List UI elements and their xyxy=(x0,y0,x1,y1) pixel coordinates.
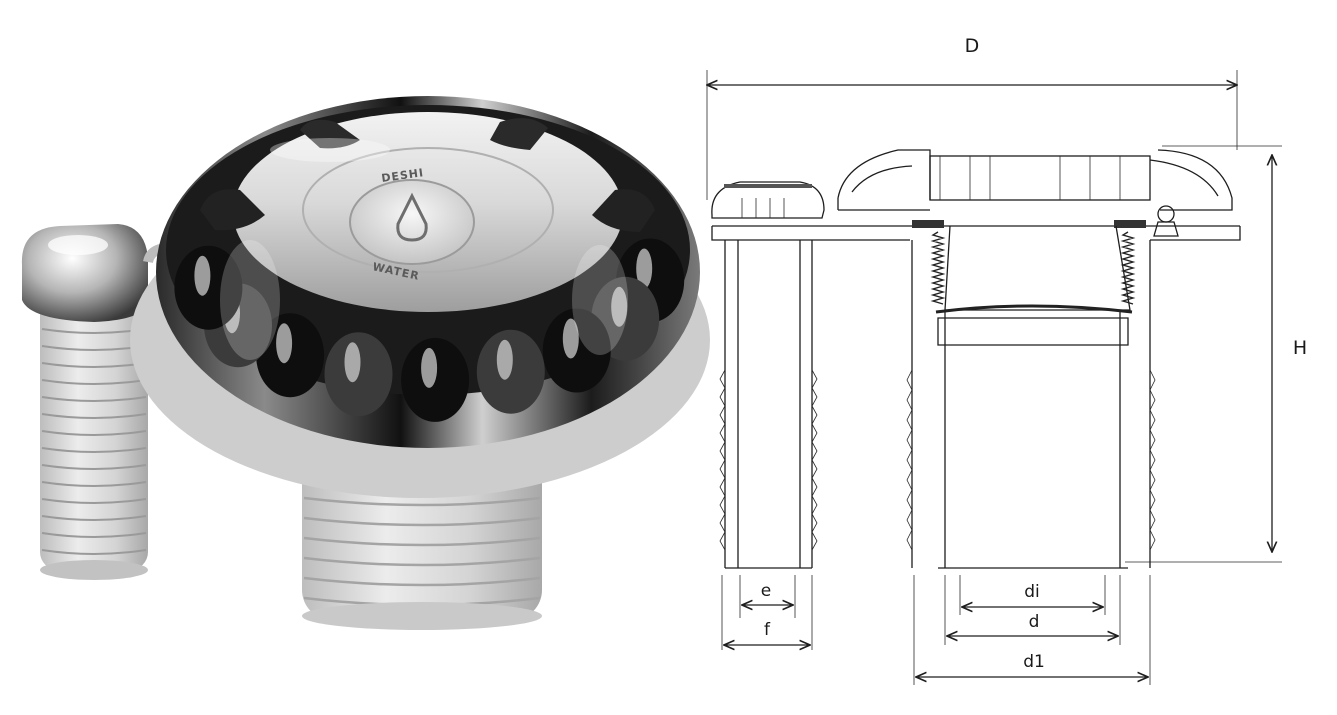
serration xyxy=(906,369,913,391)
dimension-e: e xyxy=(739,575,796,618)
cap-lobe-highlight xyxy=(344,342,361,383)
serration xyxy=(906,429,913,451)
rib xyxy=(41,396,147,402)
label-e: e xyxy=(761,581,771,601)
serration xyxy=(719,495,726,515)
rib xyxy=(303,556,541,567)
rib xyxy=(41,549,147,555)
serration xyxy=(811,477,818,497)
cap-profile xyxy=(837,149,1233,237)
rib xyxy=(41,532,147,538)
label-d: d xyxy=(1029,612,1040,632)
serration xyxy=(906,389,913,411)
flange-profile xyxy=(711,220,1241,241)
serration xyxy=(906,509,913,531)
rib xyxy=(41,379,147,385)
rib xyxy=(41,464,147,470)
serration xyxy=(811,369,818,389)
serration xyxy=(719,441,726,461)
rib xyxy=(303,576,541,587)
serration xyxy=(719,387,726,407)
vent-pipe xyxy=(40,280,148,580)
serration xyxy=(1149,529,1156,551)
serration xyxy=(906,489,913,511)
chrome-cap: DESHI WATER xyxy=(156,96,700,448)
serration xyxy=(719,531,726,551)
serration xyxy=(719,405,726,425)
rib xyxy=(303,496,541,507)
serration xyxy=(811,423,818,443)
serration xyxy=(811,495,818,515)
serration xyxy=(719,513,726,533)
serration xyxy=(811,387,818,407)
label-d1: d1 xyxy=(1023,652,1045,672)
cap-lobe-highlight xyxy=(636,248,653,289)
label-f: f xyxy=(764,620,771,640)
rib xyxy=(303,536,541,547)
rib xyxy=(41,447,147,453)
dimension-di: di xyxy=(959,575,1106,615)
label-H: H xyxy=(1293,337,1307,359)
rib xyxy=(41,430,147,436)
serration xyxy=(1149,489,1156,511)
rib xyxy=(303,516,541,527)
rib xyxy=(41,498,147,504)
spring xyxy=(1120,231,1136,305)
serration xyxy=(719,369,726,389)
dimension-D: D xyxy=(707,35,1237,200)
technical-drawing: D H xyxy=(707,35,1307,685)
dimension-d: d xyxy=(944,575,1121,645)
cap-lobe-highlight xyxy=(421,347,438,388)
cap-lobe-highlight xyxy=(276,323,293,364)
serration xyxy=(906,529,913,551)
rib xyxy=(41,515,147,521)
serration xyxy=(811,531,818,551)
serration xyxy=(719,423,726,443)
serration xyxy=(906,449,913,471)
main-body-profile xyxy=(906,225,1156,569)
label-di: di xyxy=(1024,582,1040,602)
serration xyxy=(719,477,726,497)
serration xyxy=(906,469,913,491)
cap-lobe-highlight xyxy=(194,255,211,296)
serration xyxy=(719,459,726,479)
rib xyxy=(41,413,147,419)
serration xyxy=(811,459,818,479)
serration xyxy=(1149,389,1156,411)
dimension-d1: d1 xyxy=(913,575,1151,685)
serration xyxy=(1149,429,1156,451)
label-D: D xyxy=(965,35,980,57)
vent-tube-profile xyxy=(719,240,818,569)
serration xyxy=(1149,369,1156,391)
spring xyxy=(930,231,946,305)
cap-text-top: DESHI xyxy=(381,166,425,185)
serration xyxy=(1149,449,1156,471)
serration xyxy=(1149,409,1156,431)
serration xyxy=(811,513,818,533)
product-photo: DESHI WATER xyxy=(21,96,710,630)
serration xyxy=(1149,509,1156,531)
dimension-H: H xyxy=(1125,145,1307,563)
vent-cap-profile xyxy=(711,181,825,219)
cap-lobe-highlight xyxy=(496,339,513,380)
serration xyxy=(811,405,818,425)
serration xyxy=(811,441,818,461)
cap-lobe-highlight xyxy=(562,318,579,359)
serration xyxy=(1149,469,1156,491)
dimension-f: f xyxy=(721,575,813,650)
serration xyxy=(906,409,913,431)
cap-lobe-highlight xyxy=(611,286,628,327)
vent-knob xyxy=(21,224,148,322)
rib xyxy=(41,481,147,487)
